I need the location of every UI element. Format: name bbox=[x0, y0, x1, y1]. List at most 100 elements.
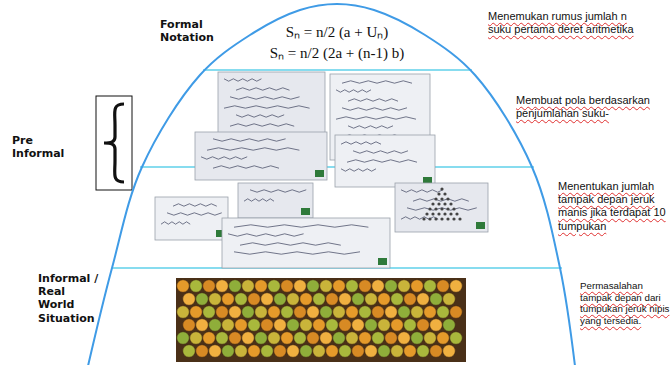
orange-fruit bbox=[417, 345, 430, 358]
handwriting-stroke bbox=[167, 213, 222, 215]
dot-pattern bbox=[437, 202, 440, 205]
orange-fruit bbox=[378, 293, 391, 306]
photo-frame bbox=[222, 218, 390, 268]
dot-pattern bbox=[431, 212, 434, 215]
orange-fruit bbox=[450, 332, 463, 345]
orange-fruit bbox=[326, 293, 339, 306]
orange-fruit bbox=[424, 280, 437, 293]
orange-fruit bbox=[411, 306, 424, 319]
orange-fruit bbox=[378, 319, 391, 332]
orange-fruit bbox=[229, 280, 242, 293]
dot-pattern bbox=[434, 217, 437, 220]
orange-fruit bbox=[261, 319, 274, 332]
dot-pattern bbox=[458, 217, 461, 220]
handwriting-stroke bbox=[341, 169, 376, 171]
orange-fruit bbox=[190, 306, 203, 319]
handwriting-stroke bbox=[347, 160, 417, 162]
level-name: Pre Informal bbox=[12, 134, 86, 160]
bracket-box bbox=[96, 96, 132, 190]
orange-fruit bbox=[359, 306, 372, 319]
orange-fruit bbox=[242, 280, 255, 293]
dot-pattern bbox=[455, 212, 458, 215]
dot-pattern bbox=[437, 212, 440, 215]
orange-fruit bbox=[333, 332, 346, 345]
orange-fruit bbox=[372, 306, 385, 319]
handwriting-stroke bbox=[336, 117, 416, 119]
orange-fruit bbox=[417, 319, 430, 332]
work-photo bbox=[155, 197, 228, 240]
orange-fruit bbox=[248, 293, 261, 306]
orange-fruit bbox=[255, 280, 268, 293]
orange-fruit bbox=[209, 319, 222, 332]
orange-fruit bbox=[391, 293, 404, 306]
orange-fruit bbox=[398, 280, 411, 293]
orange-fruit bbox=[365, 293, 378, 306]
handwriting-stroke bbox=[348, 99, 398, 101]
orange-fruit bbox=[411, 280, 424, 293]
orange-fruit bbox=[229, 306, 242, 319]
orange-fruit bbox=[313, 345, 326, 358]
corner-icon bbox=[315, 170, 324, 177]
student-work-photos bbox=[155, 72, 488, 268]
orange-fruit bbox=[281, 280, 294, 293]
orange-fruit bbox=[287, 293, 300, 306]
orange-fruit bbox=[242, 306, 255, 319]
orange-fruit bbox=[307, 332, 320, 345]
dot-pattern bbox=[440, 207, 443, 210]
orange-fruit bbox=[190, 332, 203, 345]
orange-fruit bbox=[294, 280, 307, 293]
dot-pattern bbox=[434, 207, 437, 210]
step-note: Menemukan rumus jumlah n suku pertama de… bbox=[488, 10, 638, 36]
orange-fruit bbox=[385, 280, 398, 293]
orange-fruit bbox=[326, 319, 339, 332]
orange-fruit bbox=[443, 319, 456, 332]
orange-fruit bbox=[255, 332, 268, 345]
dot-pattern bbox=[446, 207, 449, 210]
orange-fruit bbox=[222, 345, 235, 358]
orange-fruit bbox=[203, 332, 216, 345]
orange-fruit bbox=[177, 280, 190, 293]
photo-frame bbox=[395, 183, 488, 232]
orange-fruit bbox=[235, 345, 248, 358]
handwriting-stroke bbox=[161, 222, 190, 224]
orange-fruit bbox=[177, 332, 190, 345]
dot-pattern bbox=[440, 197, 443, 200]
orange-fruit bbox=[216, 332, 229, 345]
handwriting-stroke bbox=[353, 151, 408, 153]
orange-fruit bbox=[437, 280, 450, 293]
orange-fruit bbox=[404, 345, 417, 358]
step-note: Menentukan jumlah tampak depan jeruk man… bbox=[558, 180, 668, 233]
orange-fruit bbox=[222, 293, 235, 306]
orange-fruit bbox=[183, 319, 196, 332]
orange-fruit bbox=[222, 319, 235, 332]
bracket-frame bbox=[96, 96, 132, 190]
handwriting-stroke bbox=[230, 124, 294, 126]
handwriting-stroke bbox=[341, 142, 381, 144]
orange-fruit bbox=[372, 332, 385, 345]
orange-fruit bbox=[216, 280, 229, 293]
dot-pattern bbox=[449, 202, 452, 205]
orange-fruit bbox=[268, 306, 281, 319]
orange-fruit bbox=[300, 319, 313, 332]
handwriting-stroke bbox=[244, 199, 274, 201]
dot-pattern bbox=[440, 187, 443, 190]
formula: Sₙ = n/2 (2a + (n-1) b) bbox=[270, 44, 405, 62]
level-name: Formal Notation bbox=[160, 18, 232, 44]
orange-fruit bbox=[391, 345, 404, 358]
orange-fruit bbox=[177, 306, 190, 319]
orange-fruit bbox=[424, 332, 437, 345]
handwriting-stroke bbox=[401, 217, 438, 219]
orange-fruit bbox=[437, 306, 450, 319]
orange-fruit bbox=[287, 319, 300, 332]
orange-fruit bbox=[346, 306, 359, 319]
handwriting-stroke bbox=[230, 97, 300, 99]
dot-pattern bbox=[446, 197, 449, 200]
work-photo bbox=[222, 218, 390, 268]
orange-fruit bbox=[183, 345, 196, 358]
orange-fruit bbox=[333, 280, 346, 293]
handwriting-stroke bbox=[201, 157, 247, 159]
handwriting-stroke bbox=[348, 126, 393, 128]
orange-fruit bbox=[190, 280, 203, 293]
handwriting-stroke bbox=[250, 190, 306, 192]
